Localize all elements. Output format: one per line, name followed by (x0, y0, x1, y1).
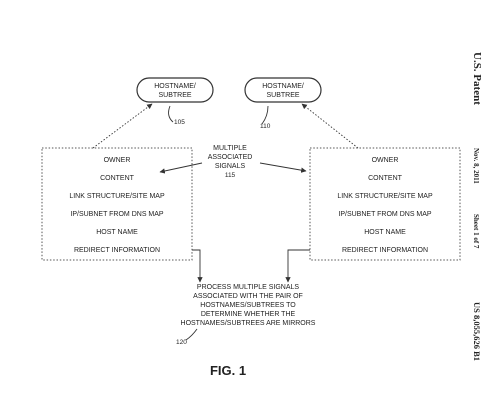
left-item-host-name: HOST NAME (96, 229, 138, 236)
left-item-ip-subnet: IP/SUBNET FROM DNS MAP (70, 211, 164, 218)
hostname-left-ref: 105 (174, 119, 185, 126)
header-date: Nov. 8, 2011 (472, 148, 480, 184)
arrow-signals-to-right-box (259, 162, 307, 173)
arrow-left-box-to-hostname (92, 103, 153, 149)
hostname-right-shape (244, 77, 322, 103)
hostname-left-line1: HOSTNAME/ (154, 83, 196, 90)
process-step: PROCESS MULTIPLE SIGNALS ASSOCIATED WITH… (176, 284, 316, 346)
signal-box-left-border (41, 147, 193, 261)
hostname-node-right: HOSTNAME/ SUBTREE 110 (244, 77, 322, 130)
process-line5: HOSTNAMES/SUBTREES ARE MIRRORS (181, 320, 316, 327)
hostname-right-line1: HOSTNAME/ (262, 83, 304, 90)
right-item-owner: OWNER (372, 157, 399, 164)
left-item-redirect: REDIRECT INFORMATION (74, 247, 160, 254)
ref-leader-110 (261, 105, 269, 125)
signals-line1: MULTIPLE (213, 145, 247, 152)
right-item-link-structure: LINK STRUCTURE/SITE MAP (337, 193, 433, 200)
process-line3: HOSTNAMES/SUBTREES TO (200, 302, 296, 309)
patent-header: U.S. Patent Nov. 8, 2011 Sheet 1 of 7 US… (471, 52, 483, 361)
left-item-link-structure: LINK STRUCTURE/SITE MAP (69, 193, 165, 200)
right-item-host-name: HOST NAME (364, 229, 406, 236)
arrow-signals-to-left-box (159, 162, 203, 174)
ref-leader-105 (168, 105, 174, 123)
right-item-redirect: REDIRECT INFORMATION (342, 247, 428, 254)
process-line2: ASSOCIATED WITH THE PAIR OF (193, 293, 303, 300)
arrow-right-box-to-hostname (301, 103, 359, 149)
header-publication: U.S. Patent (471, 52, 483, 105)
header-patent-number: US 8,055,626 B1 (472, 302, 482, 361)
left-item-owner: OWNER (104, 157, 131, 164)
hostname-right-line2: SUBTREE (266, 92, 299, 99)
signals-ref: 115 (225, 172, 236, 179)
header-sheet: Sheet 1 of 7 (472, 214, 480, 249)
process-line4: DETERMINE WHETHER THE (201, 311, 296, 318)
signals-line3: SIGNALS (215, 163, 246, 170)
signal-box-left: OWNER CONTENT LINK STRUCTURE/SITE MAP IP… (41, 147, 193, 261)
signals-label: MULTIPLE ASSOCIATED SIGNALS 115 (208, 145, 253, 179)
arrow-left-box-to-process (192, 249, 203, 283)
right-item-content: CONTENT (368, 175, 403, 182)
hostname-node-left: HOSTNAME/ SUBTREE 105 (136, 77, 214, 126)
ref-leader-120 (185, 328, 198, 341)
hostname-right-ref: 110 (260, 123, 271, 130)
figure-label: FIG. 1 (210, 363, 246, 378)
right-item-ip-subnet: IP/SUBNET FROM DNS MAP (338, 211, 432, 218)
hostname-left-line2: SUBTREE (158, 92, 191, 99)
signal-box-right: OWNER CONTENT LINK STRUCTURE/SITE MAP IP… (309, 147, 461, 261)
hostname-left-shape (136, 77, 214, 103)
signals-line2: ASSOCIATED (208, 154, 253, 161)
arrow-right-box-to-process (285, 249, 310, 283)
process-ref: 120 (176, 339, 187, 346)
signal-box-right-border (309, 147, 461, 261)
process-line1: PROCESS MULTIPLE SIGNALS (197, 284, 300, 291)
left-item-content: CONTENT (100, 175, 135, 182)
